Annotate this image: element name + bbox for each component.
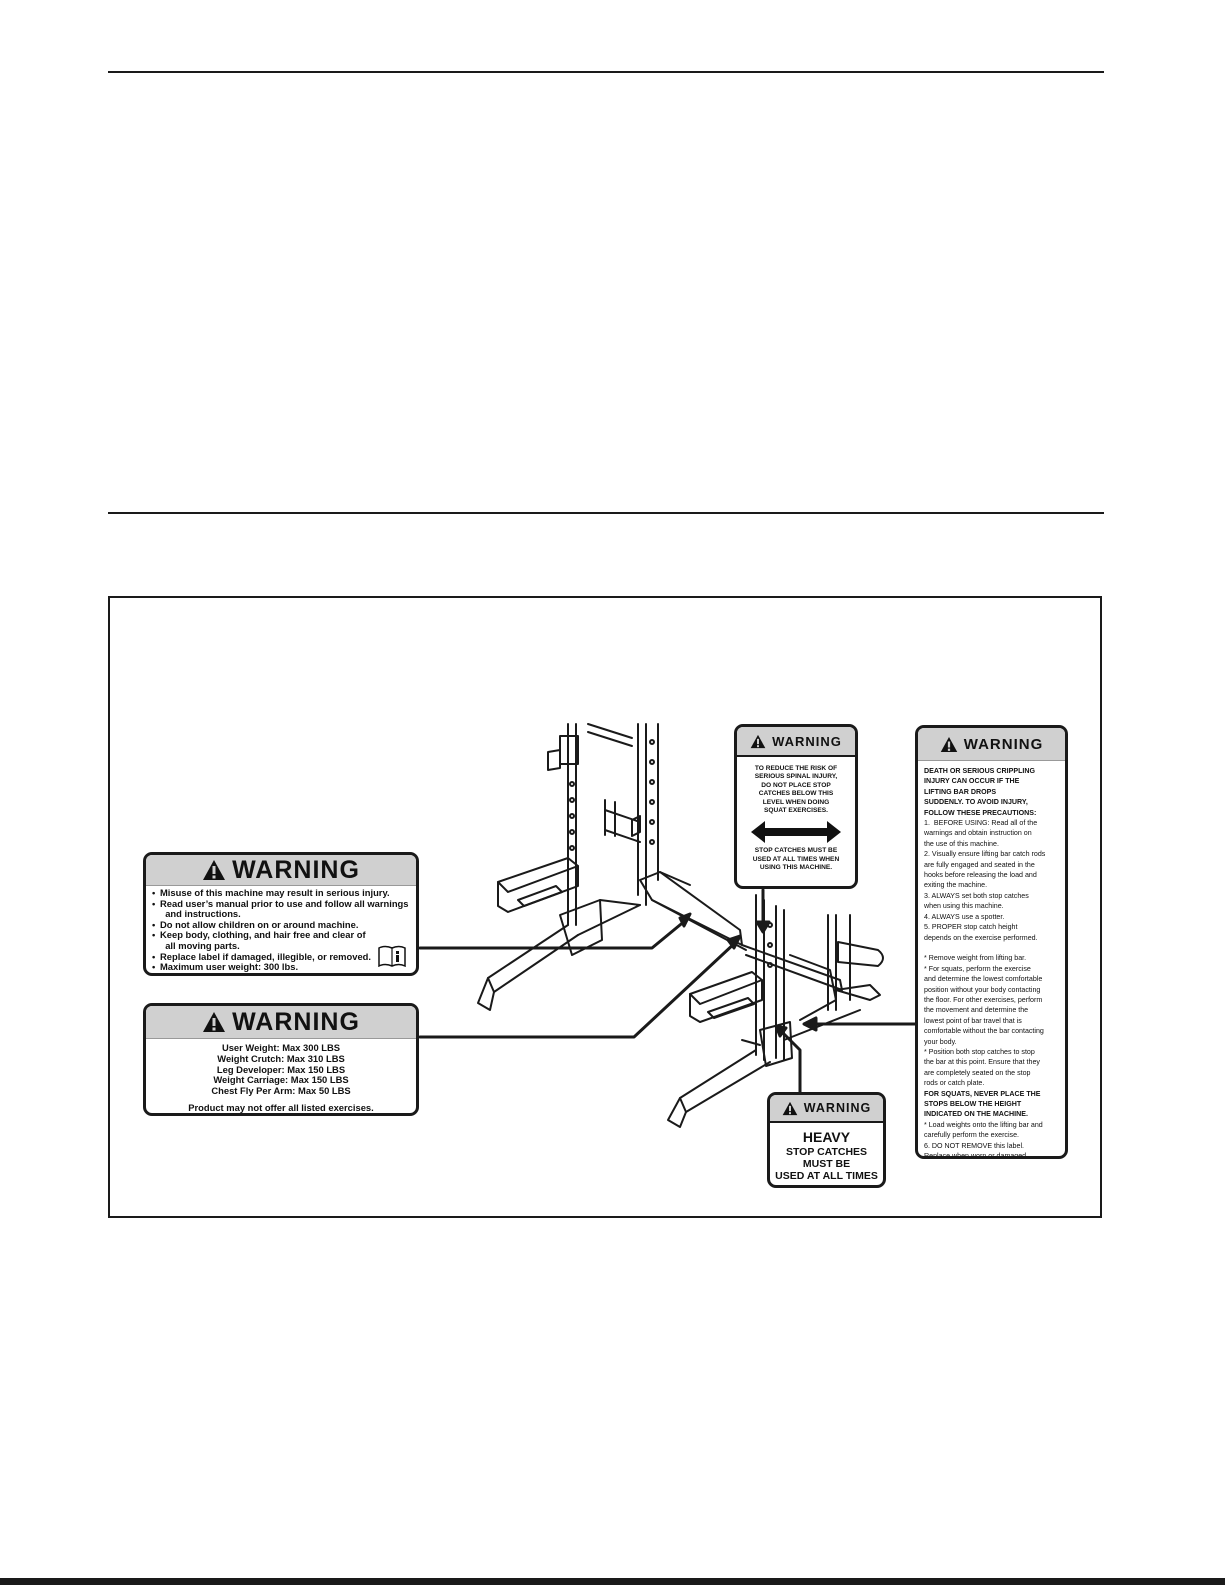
spinal-warning-label: WARNING TO REDUCE THE RISK OF SERIOUS SP…: [734, 724, 858, 889]
precaution-line: comfortable without the bar contacting: [924, 1027, 1044, 1036]
precaution-line: 6. DO NOT REMOVE this label.: [924, 1141, 1024, 1150]
precaution-line: are fully engaged and seated in the: [924, 860, 1035, 869]
warning-line: Replace label if damaged, illegible, or …: [152, 951, 416, 963]
warning-triangle-icon: [203, 1012, 226, 1032]
heavy-warning-label: WARNING HEAVY STOP CATCHES MUST BE USED …: [767, 1092, 886, 1188]
warning-triangle-icon: [782, 1101, 798, 1115]
precaution-line: * Position both stop catches to stop: [924, 1047, 1035, 1056]
precautions-text: DEATH OR SERIOUS CRIPPLING INJURY CAN OCC…: [918, 761, 1065, 1159]
heavy-row: MUST BE: [802, 1158, 851, 1170]
warning-header: WARNING: [146, 1006, 416, 1039]
warning-line: Do not allow children on or around machi…: [152, 919, 416, 931]
general-warning-list: Misuse of this machine may result in ser…: [146, 887, 416, 973]
precaution-line: and determine the lowest comfortable: [924, 975, 1043, 984]
heavy-title: HEAVY: [802, 1129, 851, 1145]
capacity-row: Leg Developer: Max 150 LBS: [216, 1063, 346, 1075]
warning-header: WARNING: [146, 855, 416, 886]
precaution-line: carefully perform the exercise.: [924, 1131, 1020, 1140]
precaution-line: * Load weights onto the lifting bar and: [924, 1120, 1043, 1129]
capacity-row: Chest Fly Per Arm: Max 50 LBS: [211, 1085, 351, 1097]
precaution-line: when using this machine.: [924, 902, 1004, 911]
precaution-line: Replace when worn or damaged.: [924, 1152, 1029, 1159]
warning-heading: WARNING: [963, 735, 1044, 753]
spinal-warning-footer: STOP CATCHES MUST BE USED AT ALL TIMES W…: [752, 847, 840, 872]
precaution-line: * Remove weight from lifting bar.: [924, 954, 1027, 963]
precaution-line: are completely seated on the stop: [924, 1068, 1031, 1077]
warning-header: WARNING: [737, 727, 855, 757]
warning-heading: WARNING: [772, 733, 842, 749]
precaution-line: LIFTING BAR DROPS: [924, 787, 997, 796]
warning-triangle-icon: [750, 734, 766, 748]
section-rule: [108, 512, 1104, 514]
top-rule: [108, 71, 1104, 73]
warning-triangle-icon: [203, 860, 226, 880]
heavy-row: STOP CATCHES: [785, 1146, 868, 1158]
precautions-warning-label: WARNING DEATH OR SERIOUS CRIPPLING INJURY…: [915, 725, 1068, 1159]
precaution-line: 4. ALWAYS use a spotter.: [924, 912, 1005, 921]
warning-header: WARNING: [918, 728, 1065, 761]
precaution-line: * For squats, perform the exercise: [924, 964, 1031, 973]
precaution-line: [924, 943, 1062, 953]
capacity-row: User Weight: Max 300 LBS: [221, 1042, 341, 1053]
precaution-line: 5. PROPER stop catch height: [924, 923, 1018, 932]
precaution-line: FOR SQUATS, NEVER PLACE THE: [924, 1089, 1041, 1098]
precaution-line: hooks before releasing the load and: [924, 871, 1037, 880]
warning-triangle-icon: [940, 736, 957, 752]
warning-heading: WARNING: [232, 1007, 360, 1036]
double-arrow-icon: [751, 821, 841, 844]
precaution-line: INDICATED ON THE MACHINE.: [924, 1110, 1028, 1119]
capacity-row: Weight Carriage: Max 150 LBS: [213, 1074, 349, 1086]
warning-header: WARNING: [770, 1095, 883, 1123]
warning-line: Maximum user weight: 300 lbs.: [152, 962, 416, 973]
spinal-warning-text: TO REDUCE THE RISK OF SERIOUS SPINAL INJ…: [754, 765, 838, 815]
warning-line: Keep body, clothing, and hair free and c…: [152, 930, 416, 951]
capacity-list: User Weight: Max 300 LBS Weight Crutch: …: [146, 1042, 416, 1097]
precaution-line: the movement and determine the: [924, 1006, 1029, 1015]
precaution-line: rods or catch plate.: [924, 1079, 985, 1088]
warning-line: Read user’s manual prior to use and foll…: [152, 898, 416, 920]
capacity-warning-label: WARNING User Weight: Max 300 LBS Weight …: [143, 1003, 419, 1116]
precaution-line: DEATH OR SERIOUS CRIPPLING: [924, 767, 1036, 775]
warning-heading: WARNING: [803, 1101, 872, 1115]
precaution-line: depends on the exercise performed.: [924, 933, 1038, 942]
warning-line: Misuse of this machine may result in ser…: [152, 887, 416, 899]
precaution-line: 2. Visually ensure lifting bar catch rod…: [924, 850, 1046, 859]
warning-heading: WARNING: [232, 855, 360, 884]
precaution-line: the bar at this point. Ensure that they: [924, 1058, 1040, 1067]
precaution-line: STOPS BELOW THE HEIGHT: [924, 1100, 1022, 1108]
precaution-line: warnings and obtain instruction on: [924, 829, 1032, 838]
heavy-text: STOP CATCHES MUST BE USED AT ALL TIMES: [770, 1146, 883, 1182]
precaution-line: the floor. For other exercises, perform: [924, 995, 1043, 1004]
capacity-row: Weight Crutch: Max 310 LBS: [217, 1052, 345, 1064]
precaution-line: lowest point of bar travel that is: [924, 1016, 1022, 1025]
precaution-line: the use of this machine.: [924, 839, 999, 848]
heavy-row: USED AT ALL TIMES: [775, 1170, 878, 1182]
precaution-line: 3. ALWAYS set both stop catches: [924, 891, 1029, 900]
precaution-line: exiting the machine.: [924, 881, 988, 890]
general-warning-label: WARNING Misuse of this machine may resul…: [143, 852, 419, 976]
capacity-note: Product may not offer all listed exercis…: [188, 1101, 374, 1113]
precaution-line: FOLLOW THESE PRECAUTIONS:: [924, 808, 1037, 817]
label-diagram-frame: [108, 596, 1102, 1218]
page-bottom-bar: [0, 1578, 1225, 1585]
precaution-line: your body.: [924, 1037, 957, 1046]
manual-book-icon: [378, 945, 406, 967]
precaution-line: 1. BEFORE USING: Read all of the: [924, 819, 1038, 828]
precaution-line: INJURY CAN OCCUR IF THE: [924, 777, 1020, 786]
precaution-line: position without your body contacting: [924, 985, 1041, 994]
precaution-line: SUDDENLY. TO AVOID INJURY,: [924, 798, 1028, 807]
